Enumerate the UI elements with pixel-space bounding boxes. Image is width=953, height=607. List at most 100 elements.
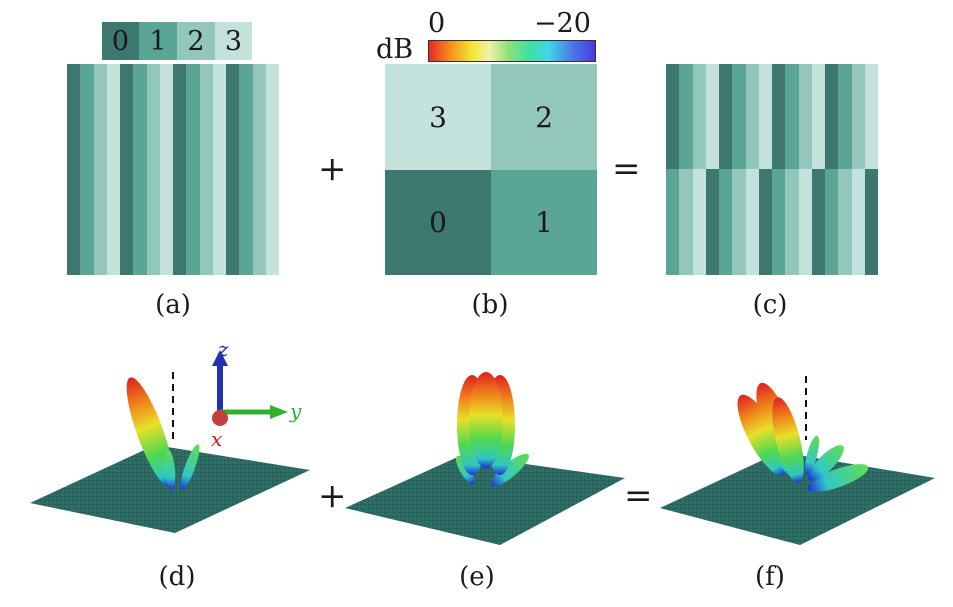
stripe-state-0: [120, 64, 134, 275]
caption-e: (e): [459, 562, 495, 592]
stripe-state-3: [798, 169, 812, 275]
radiation-pattern-f: [660, 376, 935, 545]
stripe-state-1: [239, 64, 253, 275]
legend-label-3: 3: [224, 25, 243, 57]
stripe-state-1: [825, 169, 839, 275]
metasurface-plane-d: [30, 445, 310, 533]
legend-label-2: 2: [187, 25, 205, 57]
stripe-state-1: [80, 64, 94, 275]
colorbar-max-label: −20: [534, 8, 591, 39]
stripe-state-3: [758, 64, 772, 169]
equals-operator-top: =: [612, 149, 641, 189]
stripe-state-1: [186, 64, 200, 275]
legend-cell-1: 1: [139, 22, 177, 60]
quadrant-label: 1: [535, 206, 553, 239]
stripe-state-0: [173, 64, 187, 275]
metasurface-plane-e: [345, 455, 625, 545]
stripe-state-0: [666, 64, 680, 169]
stripe-state-2: [785, 169, 799, 275]
stripe-state-0: [772, 64, 786, 169]
quadrant-label: 2: [535, 100, 553, 134]
stripe-state-3: [705, 64, 719, 169]
radiation-pattern-d: [30, 372, 310, 533]
plus-operator-top: +: [318, 149, 347, 189]
stripe-state-1: [679, 64, 693, 169]
state-legend: 0 1 2 3: [102, 22, 252, 60]
stripe-state-3: [811, 64, 825, 169]
stripe-state-0: [825, 64, 839, 169]
x-axis-marker: [212, 410, 228, 426]
side-lobe-f-2: [808, 445, 844, 481]
quadrant-label: 0: [429, 206, 447, 239]
stripe-state-1: [732, 64, 746, 169]
coding-pattern-c-bottom-half: [666, 169, 878, 275]
z-axis-label: z: [217, 337, 229, 361]
plus-operator-bottom: +: [318, 476, 347, 516]
stripe-state-3: [265, 64, 279, 275]
caption-a: (a): [155, 290, 191, 320]
stripe-state-2: [692, 64, 706, 169]
side-lobe-d: [180, 444, 200, 490]
legend-cell-3: 3: [215, 22, 252, 60]
stripe-state-0: [811, 169, 825, 275]
caption-d: (d): [158, 562, 196, 592]
side-lobe-f-3: [804, 435, 820, 475]
colorbar-unit-label: dB: [376, 34, 414, 65]
side-lobe-e-left: [455, 455, 475, 485]
quadrant-top-left: 3: [385, 64, 491, 170]
coordinate-axes: z y x: [211, 337, 302, 451]
radiation-patterns: z y x + =: [30, 337, 935, 545]
quadrant-top-right: 2: [491, 64, 597, 170]
coding-pattern-b: 3 2 0 1: [385, 64, 597, 275]
x-axis-label: x: [211, 427, 222, 451]
coding-pattern-a: [67, 64, 279, 275]
main-lobe-f-3: [772, 397, 804, 483]
colorbar: [428, 40, 596, 62]
equals-operator-bottom: =: [624, 476, 653, 516]
stripe-state-2: [851, 64, 865, 169]
metasurface-plane-f: [660, 452, 935, 545]
stripe-state-2: [798, 64, 812, 169]
stripe-state-3: [864, 64, 878, 169]
stripe-state-3: [851, 169, 865, 275]
minor-lobe-d: [164, 450, 176, 490]
stripe-state-3: [106, 64, 120, 275]
stripe-state-0: [67, 64, 81, 275]
caption-c: (c): [752, 290, 788, 320]
stripe-state-2: [732, 169, 746, 275]
coding-pattern-c: [666, 64, 878, 275]
colorbar-min-label: 0: [428, 8, 446, 39]
legend-label-0: 0: [111, 25, 130, 57]
stripe-state-0: [719, 64, 733, 169]
y-axis-label: y: [289, 399, 302, 423]
stripe-state-3: [159, 64, 173, 275]
main-lobe-d: [126, 377, 174, 487]
stripe-state-2: [679, 169, 693, 275]
stripe-state-2: [838, 169, 852, 275]
main-lobe-e-top: [469, 372, 503, 468]
caption-b: (b): [471, 290, 509, 320]
legend-cell-0: 0: [102, 22, 139, 60]
stripe-state-2: [199, 64, 213, 275]
stripe-state-0: [705, 169, 719, 275]
quadrant-bottom-left: 0: [385, 170, 491, 275]
stripe-state-3: [692, 169, 706, 275]
stripe-state-2: [93, 64, 107, 275]
stripe-state-0: [864, 169, 878, 275]
stripe-state-1: [772, 169, 786, 275]
quadrant-label: 3: [429, 100, 447, 134]
caption-f: (f): [755, 562, 785, 592]
side-lobe-e-right: [491, 453, 529, 487]
stripe-state-2: [252, 64, 266, 275]
stripe-state-1: [719, 169, 733, 275]
side-lobe-f-1: [807, 464, 869, 492]
y-axis-arrowhead: [270, 405, 288, 419]
stripe-state-2: [146, 64, 160, 275]
stripe-state-1: [785, 64, 799, 169]
stripe-state-3: [745, 169, 759, 275]
legend-cell-2: 2: [177, 22, 215, 60]
stripe-state-1: [133, 64, 147, 275]
stripe-state-0: [226, 64, 240, 275]
stripe-state-1: [666, 169, 680, 275]
radiation-pattern-e: [345, 372, 625, 545]
